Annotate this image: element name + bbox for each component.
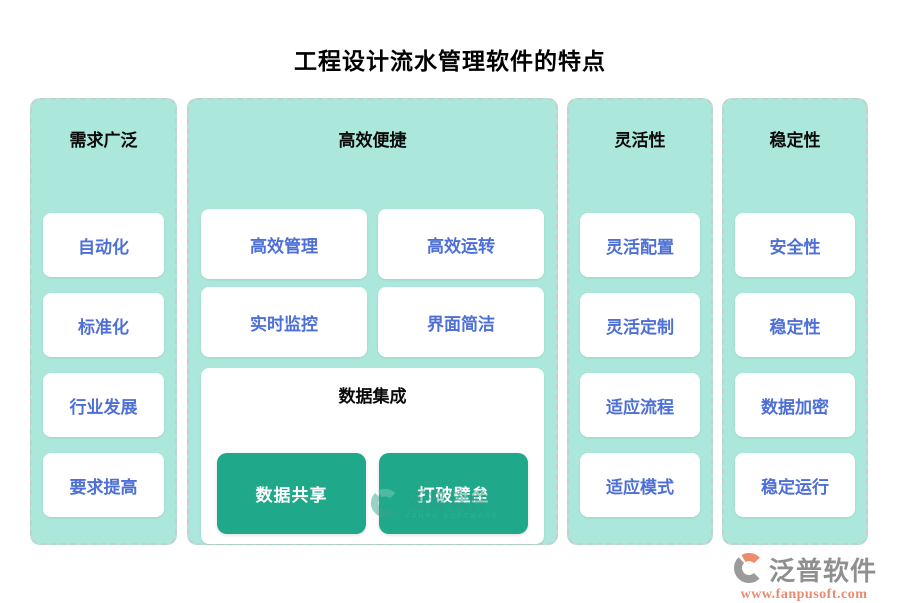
column-header: 稳定性	[769, 131, 821, 150]
feature-card: 灵活配置	[580, 213, 700, 277]
feature-card: 数据加密	[735, 373, 855, 437]
feature-card: 自动化	[43, 213, 164, 277]
feature-card: 稳定运行	[735, 453, 855, 517]
integration-box: 数据集成 数据共享 打破壁垒	[201, 368, 544, 544]
page-title: 工程设计流水管理软件的特点	[294, 48, 606, 74]
feature-card: 标准化	[43, 293, 164, 357]
fanpu-logo-icon	[731, 549, 767, 590]
feature-card: 灵活定制	[580, 293, 700, 357]
card-list: 灵活配置 灵活定制 适应流程 适应模式	[580, 213, 700, 517]
column-header: 高效便捷	[338, 131, 407, 150]
brand-url: www.fanpusoft.com	[740, 587, 868, 602]
card-list: 安全性 稳定性 数据加密 稳定运行	[735, 213, 855, 517]
brand-logo: 泛普软件 www.fanpusoft.com	[731, 549, 877, 603]
column-header: 灵活性	[614, 131, 666, 150]
feature-card: 界面简洁	[378, 287, 544, 357]
card-list: 自动化 标准化 行业发展 要求提高	[43, 213, 164, 517]
integration-button: 数据共享	[217, 453, 366, 534]
column-efficiency: 高效便捷 高效管理 高效运转 实时监控 界面简洁 数据集成 数据共享 打破壁垒	[187, 98, 558, 545]
feature-card: 行业发展	[43, 373, 164, 437]
feature-card: 稳定性	[735, 293, 855, 357]
feature-card: 高效管理	[201, 209, 367, 279]
column-header: 需求广泛	[69, 131, 138, 150]
integration-button: 打破壁垒	[379, 453, 528, 534]
feature-card: 适应流程	[580, 373, 700, 437]
column-demand: 需求广泛 自动化 标准化 行业发展 要求提高	[30, 98, 177, 545]
feature-card: 安全性	[735, 213, 855, 277]
feature-card: 适应模式	[580, 453, 700, 517]
card-grid: 高效管理 高效运转 实时监控 界面简洁	[201, 209, 544, 357]
integration-buttons: 数据共享 打破壁垒	[217, 453, 528, 534]
column-flexibility: 灵活性 灵活配置 灵活定制 适应流程 适应模式	[567, 98, 713, 545]
feature-card: 要求提高	[43, 453, 164, 517]
brand-name: 泛普软件	[768, 556, 877, 586]
integration-title: 数据集成	[338, 387, 407, 406]
feature-card: 高效运转	[378, 209, 544, 279]
feature-card: 实时监控	[201, 287, 367, 357]
column-stability: 稳定性 安全性 稳定性 数据加密 稳定运行	[722, 98, 868, 545]
